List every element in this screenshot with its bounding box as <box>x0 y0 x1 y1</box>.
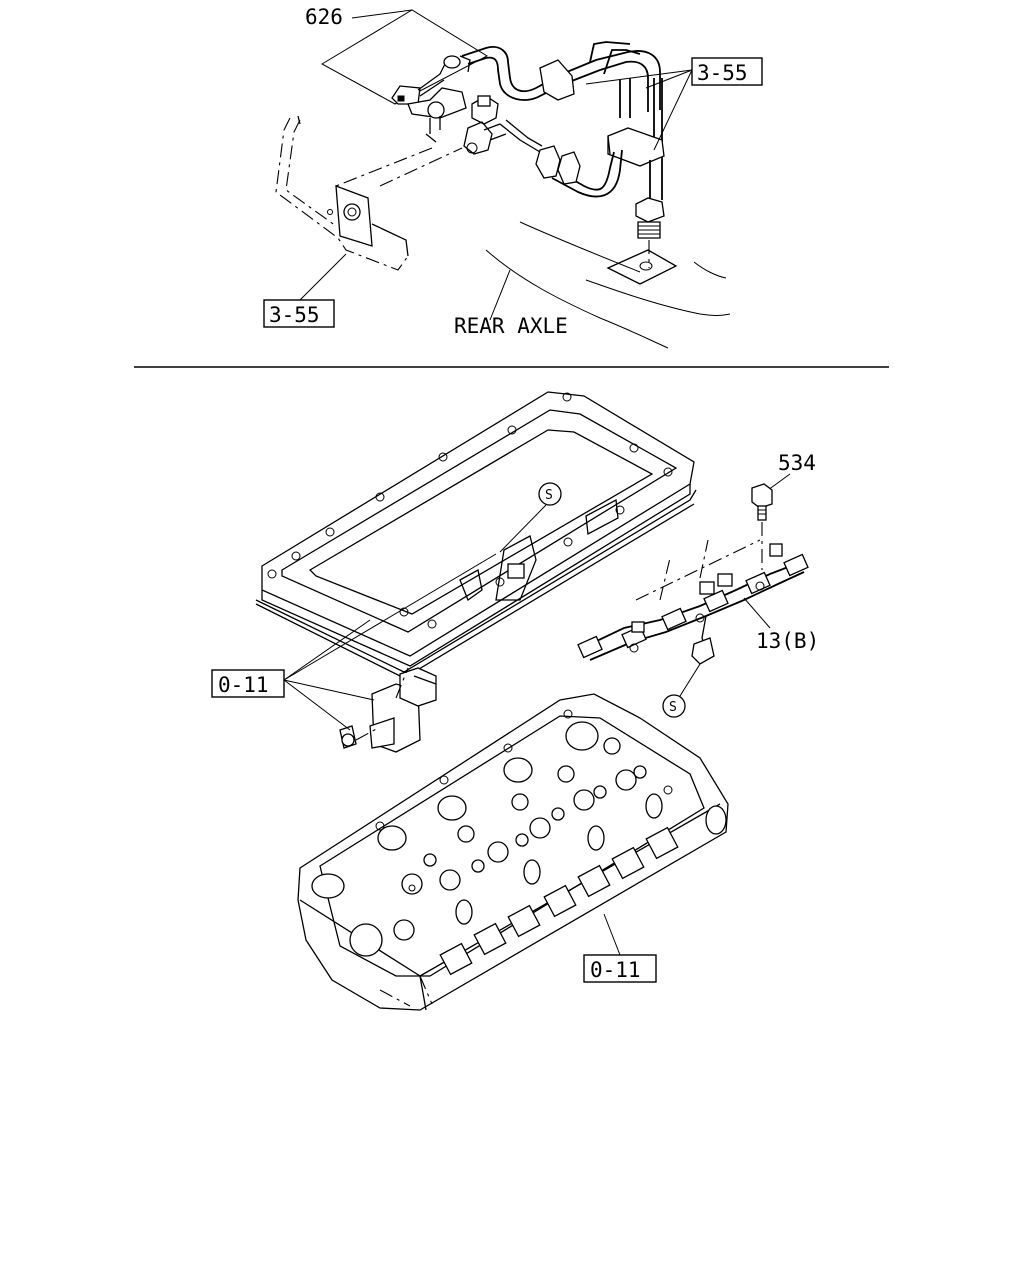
part-number-534: 534 <box>778 451 816 475</box>
ref-box-3-55-left <box>263 299 335 328</box>
mounting-bracket <box>275 115 409 271</box>
s-marker-lower-label: S <box>669 700 677 715</box>
ref-box-3-55-right <box>691 57 763 86</box>
s-marker-upper: S <box>499 482 562 553</box>
part-626-leader-frame <box>320 9 489 105</box>
s-marker-upper-label: S <box>545 488 553 503</box>
ref-box-0-11-left <box>211 669 285 698</box>
part-number-626: 626 <box>305 5 343 29</box>
cylinder-head <box>297 693 729 1011</box>
s-marker-lower: S <box>662 663 701 718</box>
rear-axle-outline <box>485 221 731 349</box>
ref-label-3-55-left: 3-55 <box>269 303 320 327</box>
ref-label-0-11-left: 0-11 <box>218 673 269 697</box>
ref-label-0-11-bottom: 0-11 <box>590 958 641 982</box>
injector-harness-13b: 13(B) <box>577 539 819 665</box>
cylinder-head-cover-gasket <box>255 391 697 679</box>
bolt-534: 534 <box>751 451 816 570</box>
axle-mount-plate <box>606 249 678 285</box>
ref-label-3-55-right: 3-55 <box>697 61 748 85</box>
top-section-illustration: 626 <box>263 5 763 349</box>
harness-label-13b: 13(B) <box>756 629 819 653</box>
camshaft-position-sensor <box>339 667 437 753</box>
wheel-speed-sensor-626 <box>391 55 507 155</box>
rear-axle-label: REAR AXLE <box>454 314 568 338</box>
bottom-section-illustration: S 0-11 534 <box>211 391 819 1011</box>
brake-tube-routing <box>461 41 665 268</box>
